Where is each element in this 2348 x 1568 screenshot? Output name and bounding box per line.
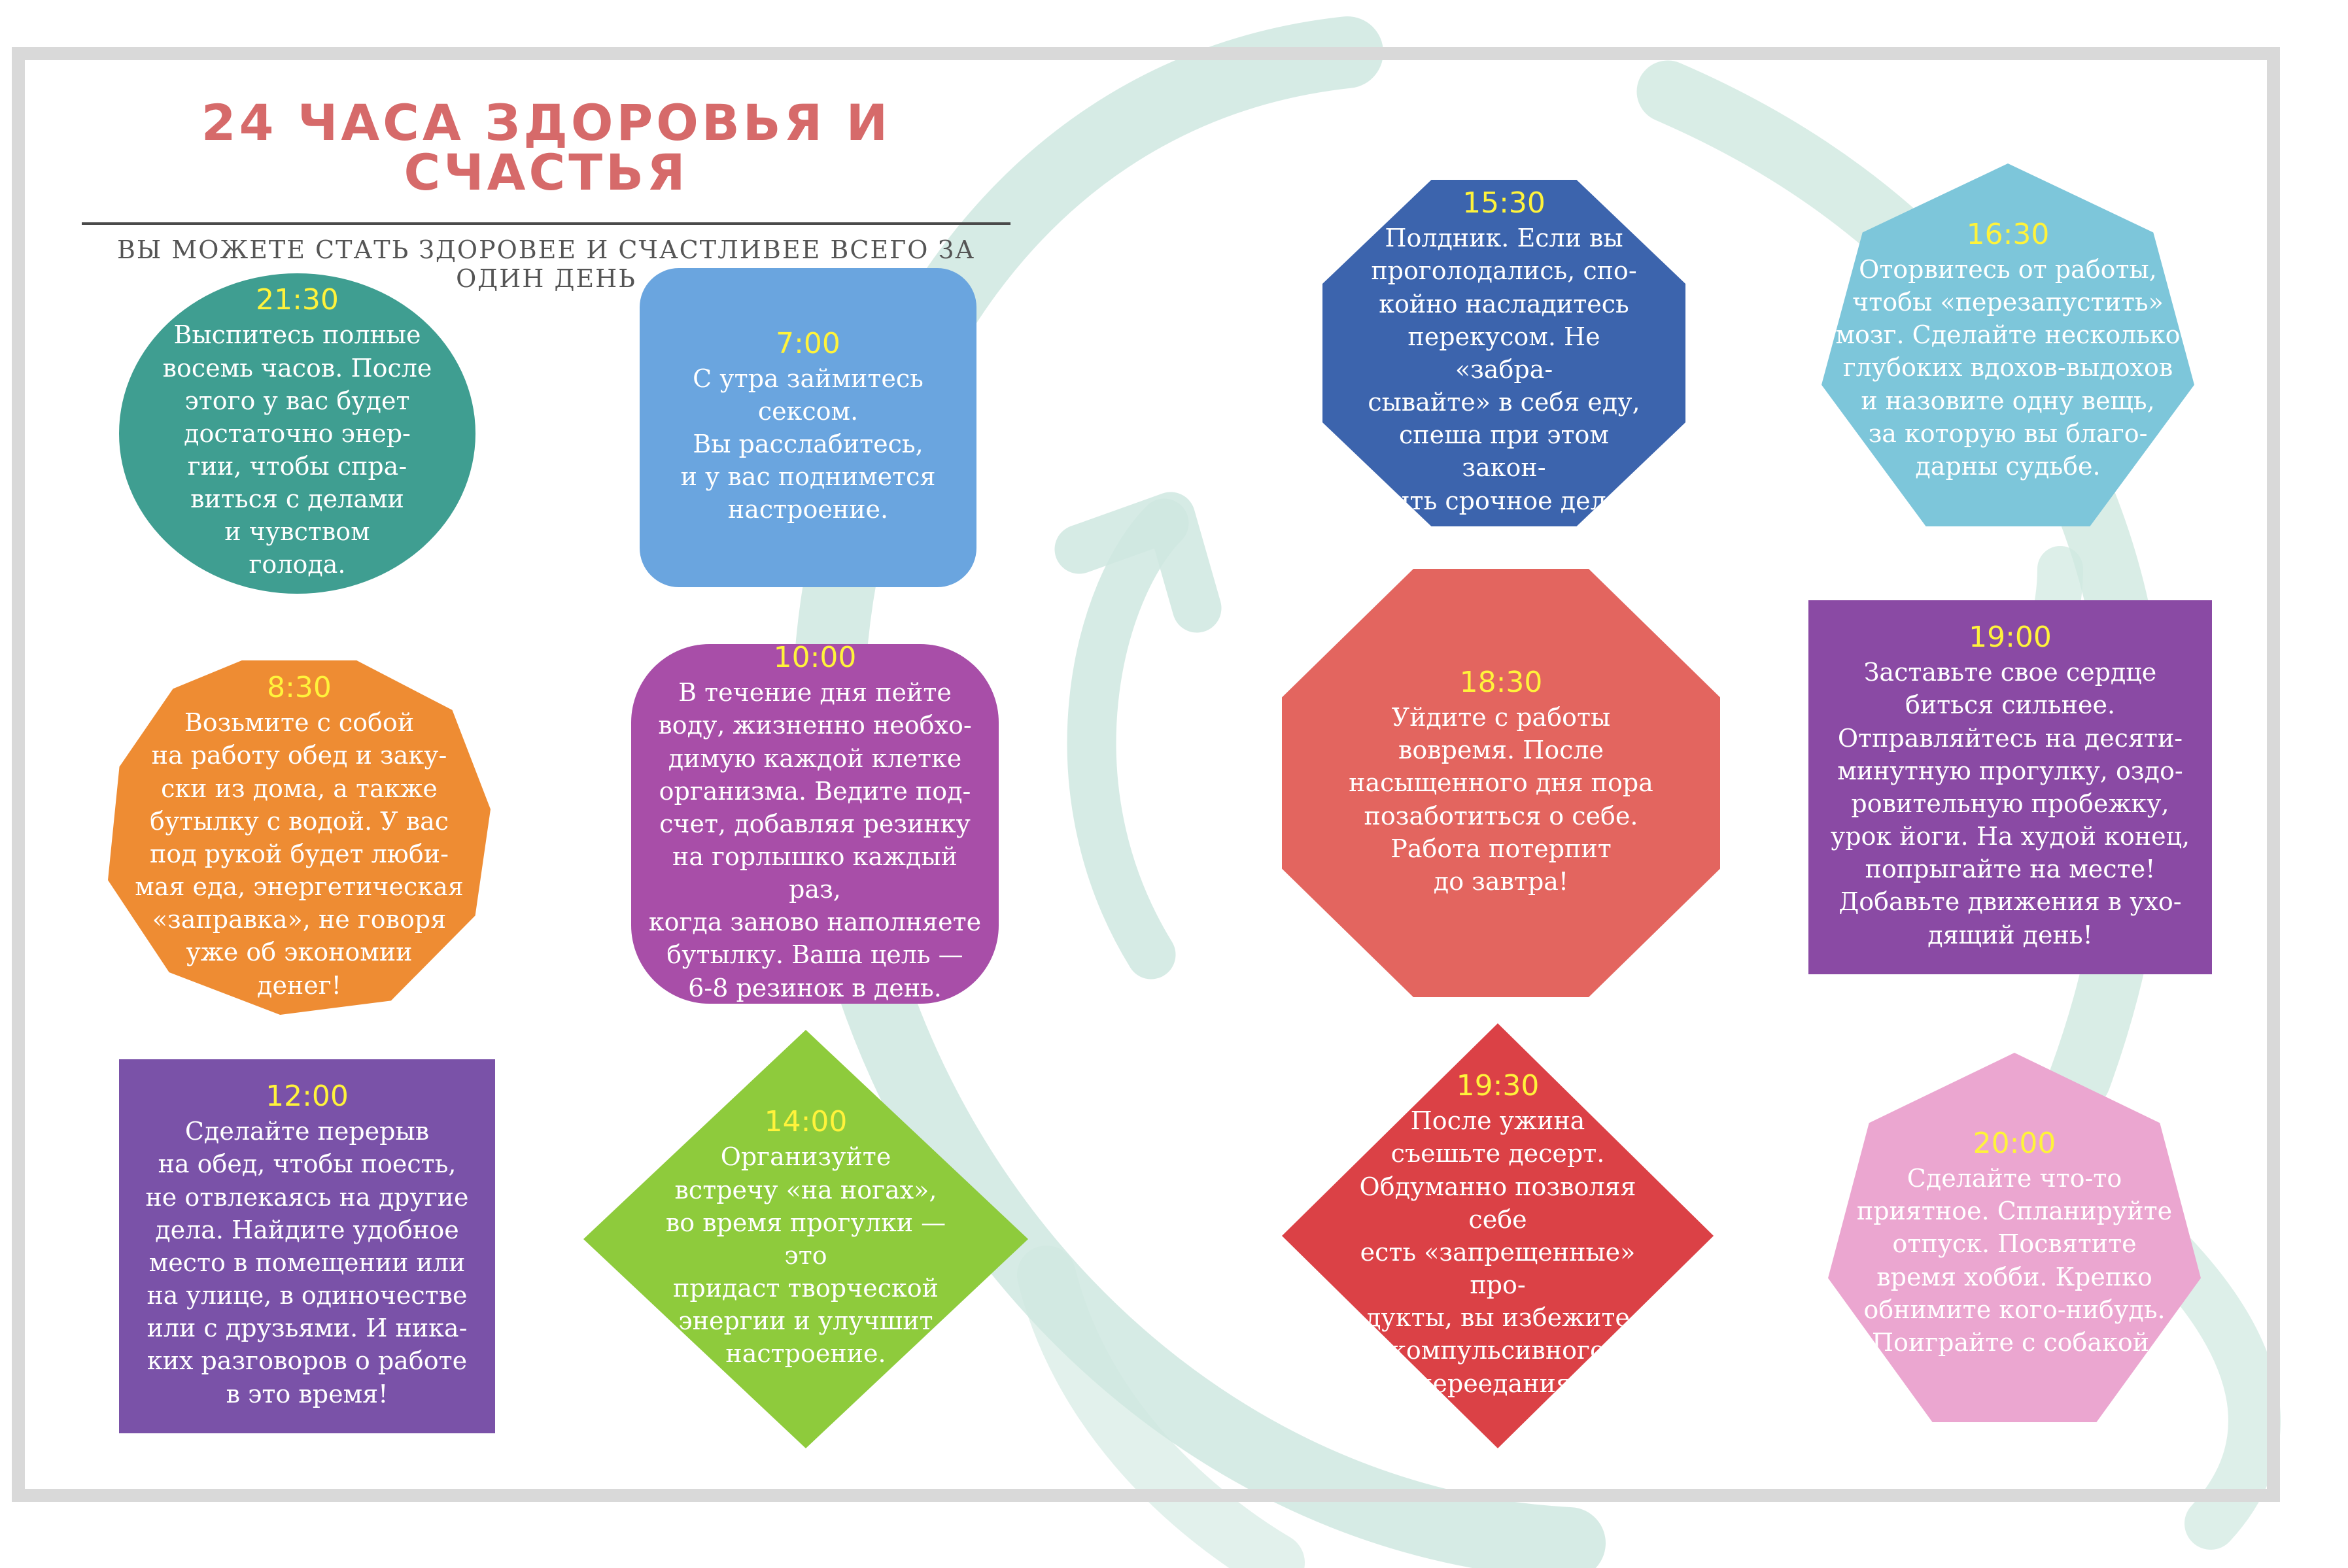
card-time: 21:30 [256, 283, 339, 317]
header: 24 ЧАСА ЗДОРОВЬЯ И СЧАСТЬЯ ВЫ МОЖЕТЕ СТА… [82, 98, 1010, 293]
card-text: Полдник. Если вы проголодались, спо- кой… [1368, 224, 1640, 515]
card-text: Выспитесь полные восемь часов. После это… [162, 320, 432, 579]
card-time: 8:30 [267, 671, 332, 705]
card-time: 10:00 [773, 641, 857, 675]
card-time: 18:30 [1459, 666, 1543, 700]
page-frame [12, 47, 2280, 1502]
card-text: Возьмите с собой на работу обед и заку- … [135, 708, 464, 1000]
card-time: 19:30 [1456, 1069, 1540, 1103]
card-text: Уйдите с работы вовремя. После насыщенно… [1349, 703, 1653, 896]
page-title: 24 ЧАСА ЗДОРОВЬЯ И СЧАСТЬЯ [201, 94, 891, 201]
card-0700: 7:00 С утра займитесь сексом. Вы расслаб… [640, 268, 976, 587]
card-time: 16:30 [1966, 217, 2050, 251]
card-1530: 15:30 Полдник. Если вы проголодались, сп… [1322, 180, 1685, 526]
title-divider [82, 222, 1010, 225]
card-1830: 18:30 Уйдите с работы вовремя. После нас… [1282, 569, 1720, 997]
card-time: 7:00 [776, 326, 840, 360]
card-1900: 19:00 Заставьте свое сердце биться сильн… [1808, 600, 2212, 974]
card-0830: 8:30 Возьмите с собой на работу обед и з… [108, 660, 491, 1015]
card-text: Оторвитесь от работы, чтобы «перезапусти… [1835, 254, 2181, 481]
card-text: Сделайте перерыв на обед, чтобы поесть, … [145, 1117, 469, 1408]
card-text: Заставьте свое сердце биться сильнее. От… [1830, 658, 2190, 949]
card-2000: 20:00 Сделайте что-то приятное. Спланиру… [1828, 1053, 2201, 1422]
card-text: После ужина съешьте десерт. Обдуманно по… [1359, 1106, 1636, 1398]
card-text: Сделайте что-то приятное. Спланируйте от… [1856, 1164, 2173, 1357]
card-time: 14:00 [764, 1105, 848, 1139]
card-2130: 21:30 Выспитесь полные восемь часов. Пос… [119, 273, 475, 594]
card-1200: 12:00 Сделайте перерыв на обед, чтобы по… [119, 1059, 495, 1433]
card-1400: 14:00 Организуйте встречу «на ногах», во… [583, 1030, 1028, 1448]
page-subtitle: ВЫ МОЖЕТЕ СТАТЬ ЗДОРОВЕЕ И СЧАСТЛИВЕЕ ВС… [117, 235, 975, 293]
card-1000: 10:00 В течение дня пейте воду, жизненно… [631, 641, 999, 1004]
card-text: С утра займитесь сексом. Вы расслабитесь… [680, 364, 936, 524]
card-text: В течение дня пейте воду, жизненно необх… [648, 678, 982, 1002]
card-time: 15:30 [1462, 186, 1545, 220]
card-time: 20:00 [1973, 1127, 2056, 1161]
card-text: Организуйте встречу «на ногах», во время… [665, 1142, 946, 1369]
card-1630: 16:30 Оторвитесь от работы, чтобы «перез… [1821, 163, 2194, 526]
card-time: 12:00 [266, 1080, 349, 1114]
card-time: 19:00 [1969, 621, 2052, 655]
